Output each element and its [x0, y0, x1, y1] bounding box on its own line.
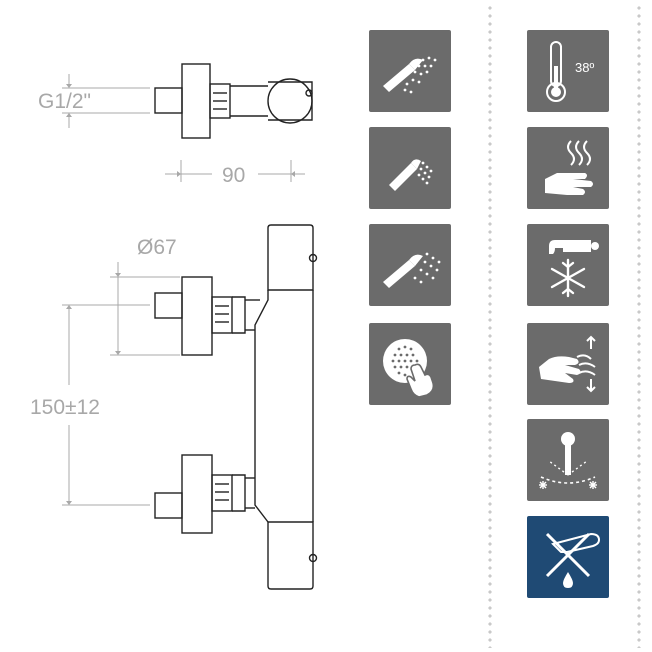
hot-water-hand-icon [527, 127, 609, 209]
temperature-label: 38º [575, 60, 594, 75]
diameter-dimension [110, 262, 180, 356]
depth-dimension [165, 160, 305, 182]
front-view [154, 224, 318, 590]
hand-flow-adjust-icon [527, 323, 609, 405]
narrow-spray-shower-icon [369, 127, 451, 209]
no-drip-faucet-icon [527, 516, 609, 598]
rain-shower-head-icon [369, 30, 451, 112]
thermometer-icon: 38º [527, 30, 609, 112]
thread-label: G1/2" [38, 90, 91, 113]
diameter-label: Ø67 [137, 236, 177, 259]
centers-label: 150±12 [30, 396, 100, 419]
separator-left [488, 4, 492, 648]
cold-water-faucet-icon [527, 224, 609, 306]
wide-spray-shower-icon [369, 224, 451, 306]
separator-right [637, 4, 641, 648]
centers-dimension [62, 304, 150, 506]
push-button-shower-head-icon [369, 323, 451, 405]
thread-dimension [62, 74, 150, 128]
side-view [154, 63, 313, 139]
depth-label: 90 [222, 164, 245, 187]
lever-temperature-range-icon [527, 419, 609, 501]
